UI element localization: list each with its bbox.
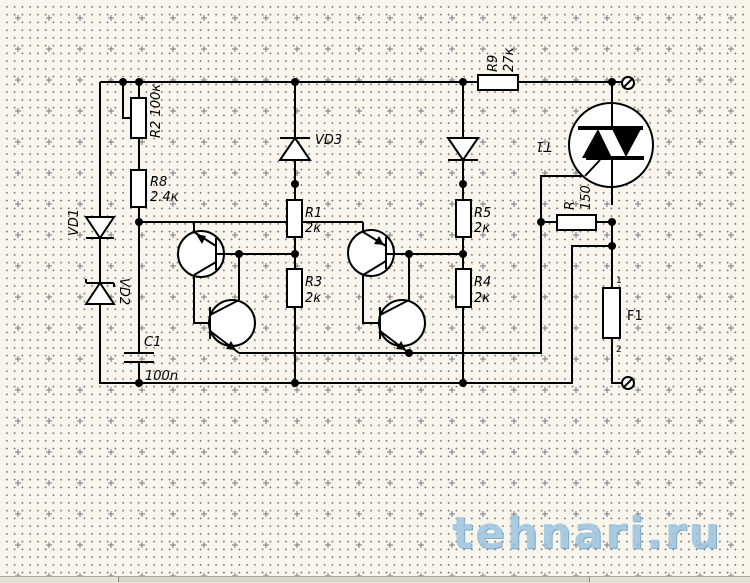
f1-label: F1 bbox=[627, 309, 643, 324]
resistor-r8[interactable] bbox=[130, 169, 147, 208]
f1-pin1: 1 bbox=[616, 276, 622, 286]
r4-name: R4 bbox=[474, 275, 491, 290]
triac-t1[interactable] bbox=[568, 100, 654, 205]
resistor-r1[interactable] bbox=[286, 199, 303, 238]
resistor-r3[interactable] bbox=[286, 268, 303, 308]
transistor-npn-q2[interactable] bbox=[208, 299, 256, 354]
transistor-pnp-q3[interactable] bbox=[347, 229, 409, 277]
r8-name: R8 bbox=[150, 175, 167, 190]
r-name: R bbox=[563, 201, 578, 210]
c1-value: 100n bbox=[145, 369, 178, 384]
fuse-f1[interactable] bbox=[602, 287, 621, 339]
resistor-r5[interactable] bbox=[455, 199, 472, 238]
diode-vd4[interactable] bbox=[446, 137, 480, 162]
resistor-r9[interactable] bbox=[477, 74, 519, 91]
r9-value: 27к bbox=[502, 47, 517, 72]
r4-value: 2к bbox=[474, 291, 490, 306]
junction-dots bbox=[119, 78, 616, 387]
vd1-label: VD1 bbox=[67, 209, 82, 236]
r9-name: R9 bbox=[486, 55, 501, 72]
scrollbar-thumb[interactable] bbox=[118, 577, 590, 582]
r3-value: 2к bbox=[305, 291, 321, 306]
t1-label: T1 bbox=[536, 138, 552, 153]
diode-vd1[interactable] bbox=[84, 216, 116, 240]
c1-name: C1 bbox=[144, 335, 161, 350]
r1-name: R1 bbox=[305, 206, 322, 221]
r5-name: R5 bbox=[474, 206, 491, 221]
r1-value: 2к bbox=[305, 221, 321, 236]
diode-vd3[interactable] bbox=[278, 136, 312, 161]
capacitor-c1[interactable] bbox=[124, 352, 154, 363]
transistor-pnp-q1[interactable] bbox=[177, 230, 239, 278]
watermark: tehnari.ru bbox=[452, 508, 722, 559]
zener-vd2[interactable] bbox=[84, 279, 116, 305]
r5-value: 2к bbox=[474, 221, 490, 236]
r2-label: R2 100к bbox=[149, 84, 164, 138]
resistor-r2[interactable] bbox=[130, 97, 147, 139]
resistor-r[interactable] bbox=[556, 214, 597, 231]
vd2-label: VD2 bbox=[116, 278, 131, 305]
r3-name: R3 bbox=[305, 275, 322, 290]
f1-pin2: 2 bbox=[616, 345, 622, 355]
vd3-label: VD3 bbox=[315, 133, 342, 148]
transistor-npn-q4[interactable] bbox=[378, 299, 426, 354]
terminal-bottom[interactable] bbox=[621, 376, 635, 390]
r8-value: 2.4к bbox=[150, 190, 179, 205]
resistor-r4[interactable] bbox=[455, 268, 472, 308]
r-value: 150 bbox=[579, 185, 594, 210]
terminal-top[interactable] bbox=[621, 76, 635, 90]
